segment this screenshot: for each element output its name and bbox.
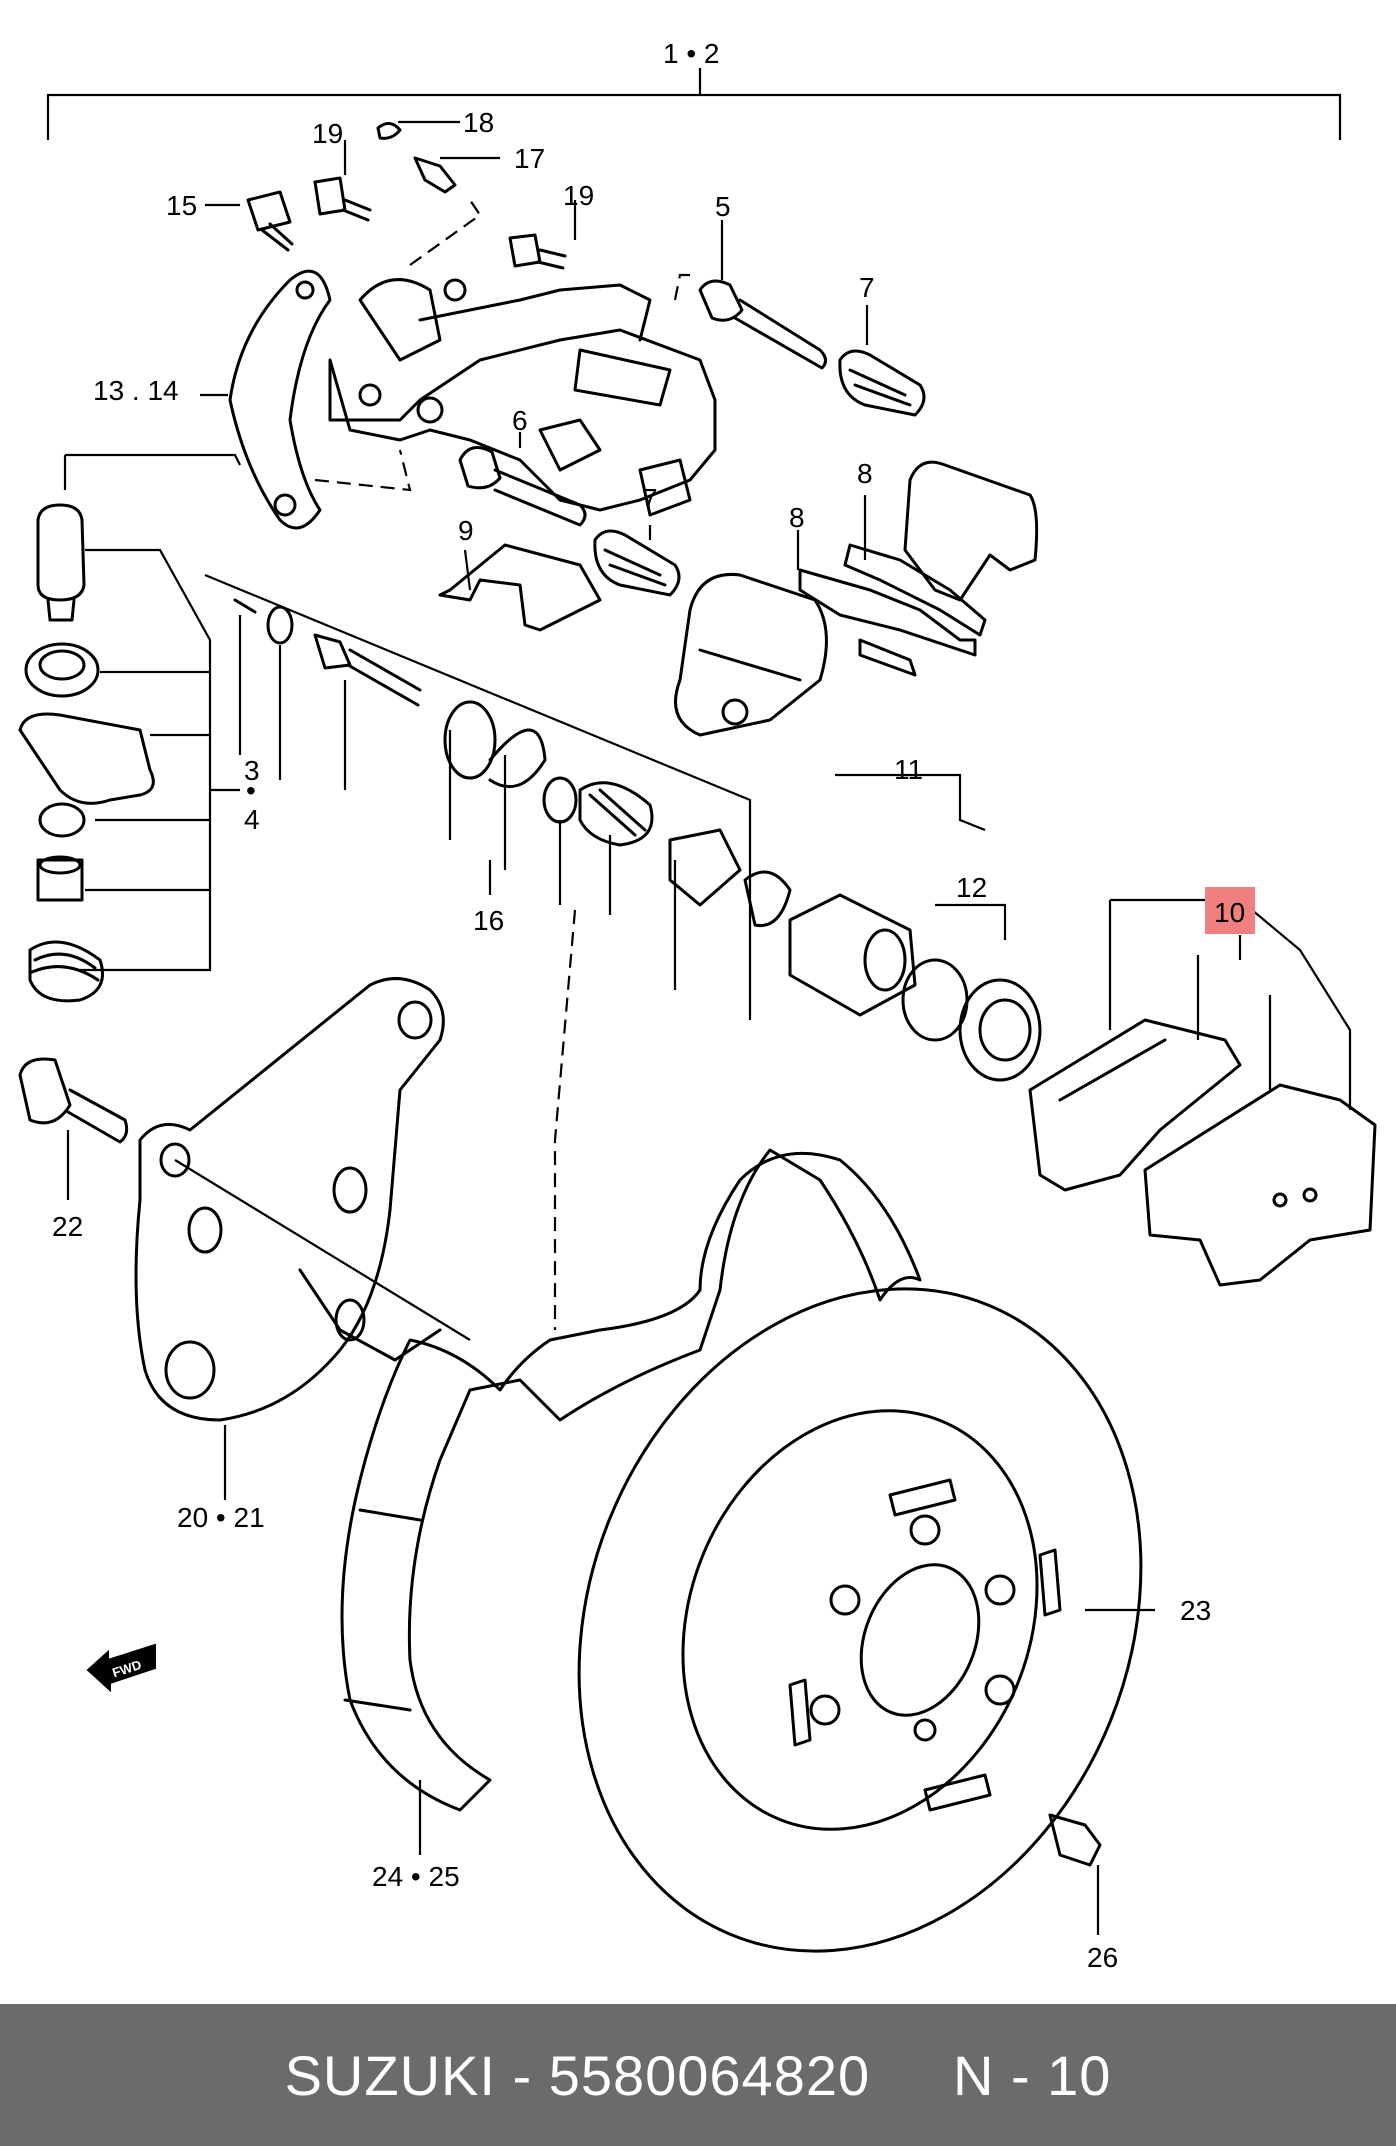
callout-8a: 8 bbox=[789, 502, 805, 533]
brake-rotor bbox=[577, 1287, 1143, 1953]
bleeder-screw bbox=[376, 122, 457, 194]
callout-4: 4 bbox=[244, 804, 260, 835]
callout-3: 3 bbox=[244, 755, 260, 786]
callout-19b: 19 bbox=[563, 180, 594, 211]
bolt-19-a bbox=[313, 176, 372, 222]
anti-rattle-clip bbox=[903, 460, 1039, 602]
part-footer-bar: SUZUKI - 5580064820 N - 10 bbox=[0, 2004, 1396, 2146]
callout-23: 23 bbox=[1180, 1595, 1211, 1626]
bolt-22 bbox=[18, 1057, 129, 1144]
callout-19a: 19 bbox=[312, 118, 343, 149]
boot-7-lower bbox=[593, 529, 681, 597]
callout-18: 18 bbox=[463, 107, 494, 138]
callout-20-21: 20 • 21 bbox=[177, 1502, 265, 1533]
bracket-dash-lead bbox=[314, 449, 412, 492]
callout-3-dot: • bbox=[246, 775, 256, 806]
callout-11: 11 bbox=[894, 754, 923, 785]
callout-7b: 7 bbox=[642, 483, 658, 514]
callout-8b: 8 bbox=[857, 458, 873, 489]
footer-sep-2 bbox=[870, 2043, 953, 2108]
callout-labels: 1 • 2 18 19 17 15 19 5 7 13 . 14 6 8 7 9… bbox=[52, 38, 1245, 1973]
screw-26 bbox=[1048, 1813, 1102, 1867]
dust-shield bbox=[340, 1148, 922, 1812]
footer-brand: SUZUKI bbox=[284, 2043, 496, 2107]
highlight-box-10 bbox=[1205, 887, 1255, 934]
brake-pad-inner bbox=[1028, 1018, 1242, 1192]
callout-9: 9 bbox=[458, 515, 474, 546]
callout-24-25: 24 • 25 bbox=[372, 1861, 460, 1892]
boot-7-upper bbox=[838, 349, 926, 417]
piston-11 bbox=[788, 893, 917, 1017]
parking-lever bbox=[228, 269, 332, 530]
footer-part-number: 5580064820 bbox=[548, 2043, 871, 2107]
guide-pin-6 bbox=[458, 446, 587, 527]
caliper-dash-lead bbox=[409, 199, 482, 266]
callout-5: 5 bbox=[715, 191, 731, 222]
caliper-bracket bbox=[134, 977, 445, 1422]
callout-10: 10 bbox=[1214, 897, 1245, 928]
footer-sep-1: - bbox=[495, 2043, 549, 2107]
pad-shim-8 bbox=[798, 543, 987, 677]
guide-pin-5 bbox=[698, 279, 827, 370]
caliper-body bbox=[328, 278, 717, 517]
fwd-arrow-icon: FWD bbox=[86, 1643, 156, 1693]
callout-7a: 7 bbox=[859, 272, 875, 303]
seal-12 bbox=[901, 958, 1042, 1082]
callout-12: 12 bbox=[956, 872, 987, 903]
callout-26: 26 bbox=[1087, 1942, 1118, 1973]
callout-17: 17 bbox=[514, 143, 545, 174]
leader-lines bbox=[63, 120, 1352, 1935]
lever-stack bbox=[18, 503, 155, 1003]
footer-ref: N - 10 bbox=[952, 2043, 1112, 2107]
callout-22: 22 bbox=[52, 1211, 83, 1242]
callout-13-14: 13 . 14 bbox=[93, 375, 179, 406]
bolt-15 bbox=[246, 190, 294, 252]
assembly-bracket bbox=[46, 68, 1342, 140]
adjuster-assembly bbox=[233, 598, 792, 928]
brake-pad-outer bbox=[1143, 1083, 1377, 1287]
pad-clip-9 bbox=[438, 543, 602, 632]
bolt-19-b bbox=[508, 233, 567, 270]
callout-6: 6 bbox=[512, 405, 528, 436]
callout-15: 15 bbox=[166, 190, 197, 221]
pad-bracket bbox=[674, 572, 828, 737]
callout-16: 16 bbox=[473, 905, 504, 936]
callout-1-2: 1 • 2 bbox=[663, 38, 720, 69]
caliper-dash-lead-2 bbox=[673, 273, 690, 301]
exploded-parts-diagram: FWD 1 • 2 18 19 17 15 19 5 7 13 . 14 6 8… bbox=[18, 38, 1377, 1973]
